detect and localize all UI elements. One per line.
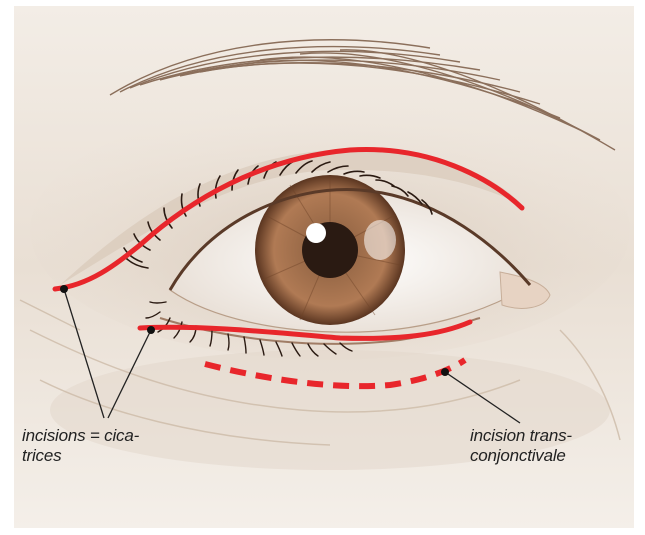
dot-transconjunctival (441, 368, 449, 376)
pupil-highlight (306, 223, 326, 243)
dot-upper-incision (60, 285, 68, 293)
label-incisions-scars: incisions = cica- trices (22, 426, 139, 466)
label-transconj-line1: incision trans- (470, 426, 572, 446)
label-incisions-line2: trices (22, 446, 139, 466)
label-incisions-line1: incisions = cica- (22, 426, 139, 446)
label-transconj-line2: conjonctivale (470, 446, 572, 466)
dot-lower-incision (147, 326, 155, 334)
iris-reflection (364, 220, 396, 260)
label-transconjunctival: incision trans- conjonctivale (470, 426, 572, 466)
